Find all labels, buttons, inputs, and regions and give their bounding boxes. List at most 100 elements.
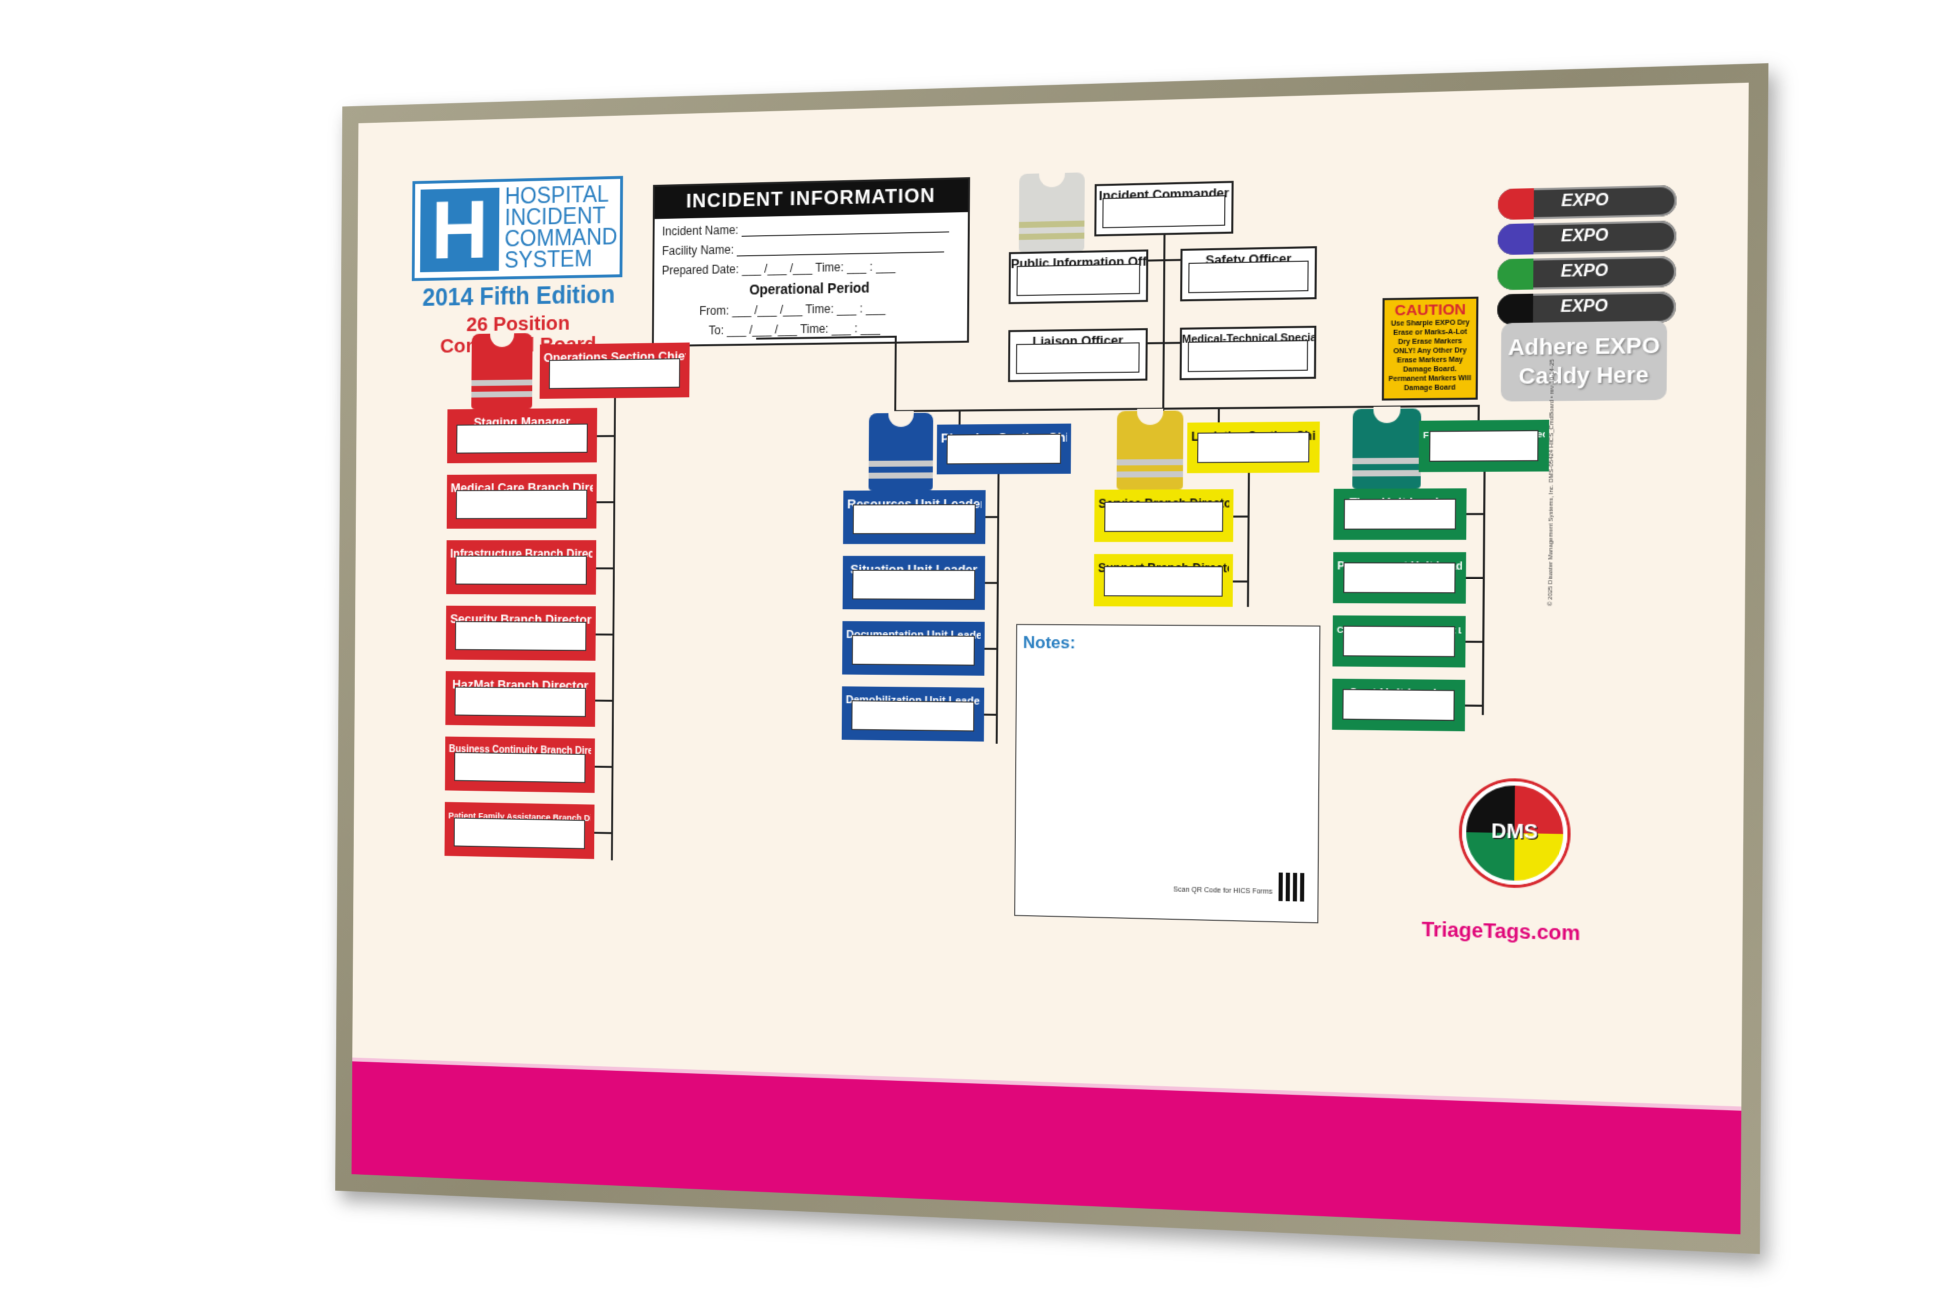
incident-name-line[interactable]: [742, 221, 950, 236]
marker-caddy: EXPO EXPO EXPO EXPO Adhere EXPO Caddy He…: [1497, 185, 1690, 410]
time-label: Time:: [805, 302, 834, 316]
name-slot[interactable]: [1197, 432, 1309, 463]
name-slot[interactable]: [852, 635, 975, 666]
name-slot[interactable]: [1188, 261, 1308, 294]
ops-branch: [596, 567, 615, 569]
finance-branch: [1465, 705, 1484, 707]
notes-area[interactable]: Notes: Scan QR Code for HICS Forms: [1014, 624, 1320, 923]
logistics-unit-box[interactable]: Service Branch Director: [1094, 489, 1233, 542]
marker-brand: EXPO: [1561, 262, 1608, 282]
planning-branch: [985, 582, 999, 584]
name-slot[interactable]: [549, 358, 680, 389]
name-slot[interactable]: [947, 434, 1062, 465]
incident-information-title: INCIDENT INFORMATION: [655, 179, 968, 219]
name-slot[interactable]: [852, 570, 975, 600]
planning-branch: [985, 648, 999, 650]
caution-sign: CAUTION Use Sharpie EXPO Dry Erase or Ma…: [1382, 297, 1479, 401]
ops-branch: [594, 832, 613, 834]
public-information-officer-box[interactable]: Public Information Officer: [1009, 249, 1149, 304]
finance-unit-box[interactable]: Procurement Unit Leader: [1333, 552, 1466, 604]
section-connector: [894, 336, 896, 411]
incident-name-row: Incident Name:: [662, 218, 960, 238]
planning-branch: [985, 516, 999, 518]
operations-vest-icon: [471, 333, 532, 409]
planning-unit-box[interactable]: Situation Unit Leader: [843, 556, 986, 610]
planning-branch: [984, 714, 998, 716]
time-label: Time:: [815, 260, 844, 274]
finance-vest-icon: [1352, 408, 1421, 488]
name-slot[interactable]: [455, 556, 586, 585]
hics-logo-letter: H: [420, 188, 499, 273]
name-slot[interactable]: [1104, 566, 1223, 597]
marker-brand: EXPO: [1561, 298, 1608, 317]
logo-word: SYSTEM: [504, 247, 617, 271]
name-slot[interactable]: [1016, 342, 1140, 374]
facility-name-row: Facility Name:: [662, 238, 960, 258]
ops-unit-box[interactable]: HazMat Branch Director: [445, 671, 595, 727]
name-slot[interactable]: [454, 818, 585, 850]
planning-unit-box[interactable]: Resources Unit Leader: [843, 490, 986, 544]
time-label: Time:: [800, 322, 829, 336]
planning-unit-box[interactable]: Documentation Unit Leader: [842, 621, 985, 676]
name-slot[interactable]: [1343, 562, 1455, 593]
finance-unit-box[interactable]: Cost Unit Leader: [1332, 679, 1465, 732]
finance-line: [1482, 472, 1486, 715]
qr-caption: Scan QR Code for HICS Forms: [1173, 886, 1272, 896]
ops-unit-box[interactable]: Medical Care Branch Director: [447, 474, 597, 529]
name-slot[interactable]: [454, 752, 585, 783]
marker-brand: EXPO: [1561, 192, 1608, 212]
operations-section-chief-box[interactable]: Operations Section Chief: [540, 343, 690, 399]
planning-unit-box[interactable]: Demobilization Unit Leader: [842, 686, 985, 741]
prepared-date-label: Prepared Date:: [662, 262, 739, 277]
name-slot[interactable]: [853, 504, 976, 534]
logistics-vest-icon: [1117, 411, 1184, 490]
ops-branch: [597, 501, 616, 503]
planning-vest-icon: [869, 413, 934, 491]
name-slot[interactable]: [1017, 264, 1141, 296]
name-slot[interactable]: [455, 621, 586, 651]
from-row: From: ___ /___ /___ Time: ___ : ___: [662, 300, 960, 319]
dms-logo: DMS: [1462, 781, 1568, 886]
ops-unit-box[interactable]: Security Branch Director: [446, 606, 596, 661]
finance-unit-box[interactable]: Time Unit Leader: [1333, 488, 1466, 540]
safety-officer-box[interactable]: Safety Officer: [1180, 246, 1317, 301]
ops-branch: [596, 634, 615, 636]
ops-branch: [597, 435, 616, 437]
name-slot[interactable]: [851, 700, 974, 731]
ops-unit-box[interactable]: Patient Family Assistance Branch Directo…: [445, 802, 595, 859]
finance-unit-box[interactable]: Compensation/Claims Unit Leader: [1332, 615, 1465, 667]
command-line: [1146, 259, 1180, 262]
name-slot[interactable]: [1104, 501, 1223, 532]
whiteboard-frame: H HOSPITAL INCIDENT COMMAND SYSTEM 2014 …: [335, 63, 1768, 1254]
planning-line: [996, 474, 1000, 744]
name-slot[interactable]: [455, 687, 586, 717]
name-slot[interactable]: [1344, 499, 1456, 530]
finance-section-chief-box[interactable]: Finance/Administration Section Chief: [1419, 420, 1549, 472]
operational-period-label: Operational Period: [662, 278, 960, 299]
command-vest-icon: [1019, 172, 1085, 252]
name-slot[interactable]: [456, 490, 587, 519]
medical-technical-specialist-box[interactable]: Medical-Technical Specialist: [1180, 326, 1317, 381]
logistics-line: [1247, 473, 1250, 607]
marker-icon: EXPO: [1498, 220, 1677, 255]
finance-branch: [1466, 641, 1485, 643]
facility-name-line[interactable]: [737, 241, 944, 256]
name-slot[interactable]: [1343, 626, 1455, 657]
name-slot[interactable]: [1342, 689, 1454, 721]
planning-section-chief-box[interactable]: Planning Section Chief: [937, 424, 1071, 475]
ops-unit-box[interactable]: Infrastructure Branch Director: [446, 540, 596, 594]
name-slot[interactable]: [1429, 430, 1538, 462]
name-slot[interactable]: [1102, 195, 1225, 228]
incident-commander-box[interactable]: Incident Commander: [1094, 181, 1233, 237]
logistics-section-chief-box[interactable]: Logistics Section Chief: [1187, 422, 1320, 474]
ops-unit-box[interactable]: Staging Manager: [447, 408, 597, 463]
name-slot[interactable]: [456, 424, 587, 454]
incident-information-panel: INCIDENT INFORMATION Incident Name: Faci…: [652, 177, 970, 347]
name-slot[interactable]: [1188, 340, 1308, 372]
logistics-unit-box[interactable]: Support Branch Director: [1094, 554, 1233, 607]
marker-icon: EXPO: [1497, 256, 1676, 290]
ops-branch: [595, 700, 614, 702]
liaison-officer-box[interactable]: Liaison Officer: [1008, 328, 1148, 382]
ops-unit-box[interactable]: Business Continuity Branch Director: [445, 737, 595, 793]
from-label: From:: [699, 304, 729, 318]
